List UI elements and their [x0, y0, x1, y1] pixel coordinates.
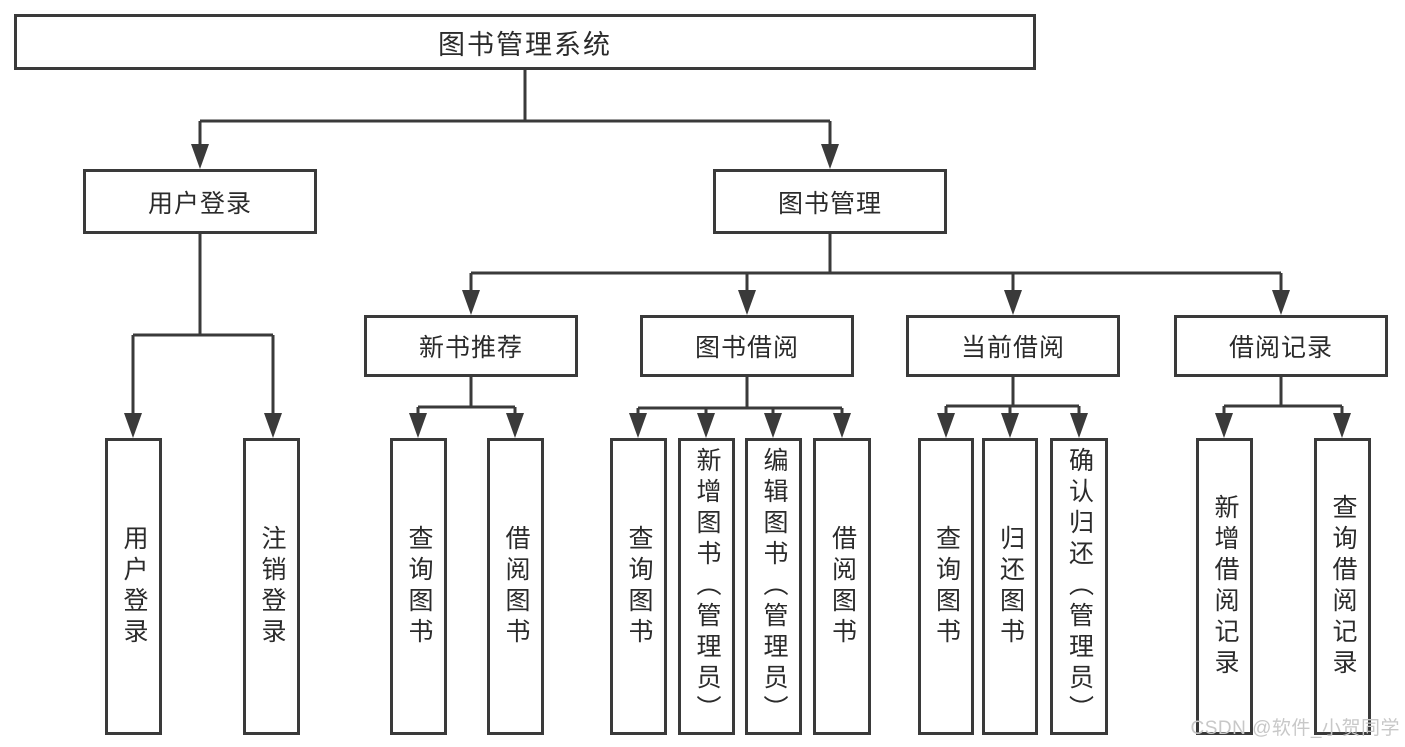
- leaf-return-books-label: 归还图书: [996, 524, 1025, 649]
- arrowheads: [124, 144, 1351, 438]
- leaf-add-borrow-record: 新增借阅记录: [1196, 438, 1253, 735]
- node-borrowing-records: 借阅记录: [1174, 315, 1388, 377]
- leaf-query-books-borrowing: 查询图书: [610, 438, 667, 735]
- leaf-borrow-books-recommend-label: 借阅图书: [502, 524, 530, 649]
- leaf-add-borrow-record-label: 新增借阅记录: [1211, 493, 1239, 680]
- leaf-query-books-recommend-label: 查询图书: [405, 524, 433, 649]
- leaf-borrow-books-borrowing-label: 借阅图书: [828, 524, 857, 649]
- leaf-user-login: 用户登录: [105, 438, 162, 735]
- leaf-borrow-books-borrowing: 借阅图书: [813, 438, 871, 735]
- leaf-return-books: 归还图书: [982, 438, 1038, 735]
- leaf-logout-label: 注销登录: [258, 524, 286, 649]
- leaf-query-books-borrowing-label: 查询图书: [625, 524, 653, 649]
- node-book-borrowing: 图书借阅: [640, 315, 854, 377]
- leaf-user-login-label: 用户登录: [120, 524, 148, 649]
- leaf-confirm-return-admin: 确认归还（管理员）: [1050, 438, 1108, 735]
- leaf-add-book-admin-label: 新增图书（管理员）: [693, 447, 721, 726]
- leaf-add-book-admin: 新增图书（管理员）: [678, 438, 735, 735]
- leaf-query-books-current-label: 查询图书: [932, 524, 961, 649]
- node-book-management: 图书管理: [713, 169, 947, 234]
- leaf-borrow-books-recommend: 借阅图书: [487, 438, 544, 735]
- leaf-edit-book-admin: 编辑图书（管理员）: [745, 438, 802, 735]
- leaf-query-books-recommend: 查询图书: [390, 438, 447, 735]
- node-new-book-recommendation: 新书推荐: [364, 315, 578, 377]
- leaf-query-borrow-record-label: 查询借阅记录: [1329, 493, 1357, 680]
- leaf-edit-book-admin-label: 编辑图书（管理员）: [760, 447, 788, 726]
- leaf-confirm-return-admin-label: 确认归还（管理员）: [1065, 447, 1094, 726]
- connector-lines: [131, 70, 1344, 416]
- csdn-watermark: CSDN @软件_小贺同学: [1190, 718, 1400, 739]
- leaf-logout: 注销登录: [243, 438, 300, 735]
- node-user-login: 用户登录: [83, 169, 317, 234]
- leaf-query-borrow-record: 查询借阅记录: [1314, 438, 1371, 735]
- leaf-query-books-current: 查询图书: [918, 438, 974, 735]
- node-library-management-system: 图书管理系统: [14, 14, 1036, 70]
- node-current-borrowing: 当前借阅: [906, 315, 1120, 377]
